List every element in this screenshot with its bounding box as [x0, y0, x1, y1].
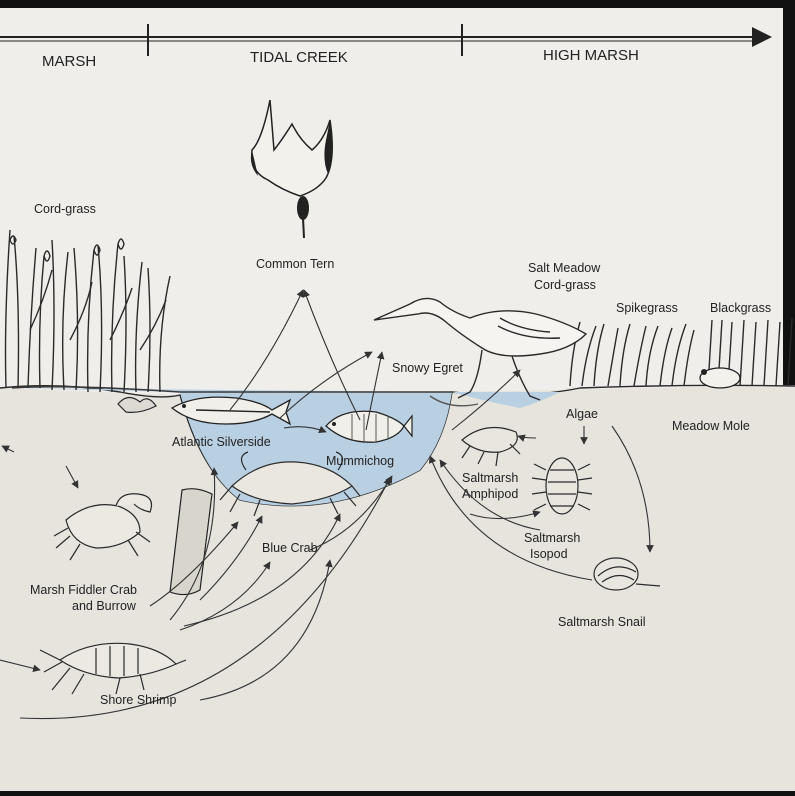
zone-label-marsh: MARSH	[42, 53, 96, 70]
label-common-tern: Common Tern	[256, 257, 334, 271]
label-shore-shrimp: Shore Shrimp	[100, 693, 176, 707]
label-cord-grass: Cord-grass	[34, 202, 96, 216]
label-blackgrass: Blackgrass	[710, 301, 771, 315]
label-atlantic-silverside: Atlantic Silverside	[172, 435, 271, 449]
label-saltmarsh-isopod-2: Isopod	[530, 547, 568, 561]
label-blue-crab: Blue Crab	[262, 541, 318, 555]
meadow-mole-illustration	[700, 368, 740, 388]
label-saltmarsh-amphipod-2: Amphipod	[462, 487, 518, 501]
label-spikegrass: Spikegrass	[616, 301, 678, 315]
zone-label-tidal-creek: TIDAL CREEK	[250, 49, 348, 66]
label-meadow-mole: Meadow Mole	[672, 419, 750, 433]
label-saltmarsh-amphipod-1: Saltmarsh	[462, 471, 518, 485]
label-snowy-egret: Snowy Egret	[392, 361, 463, 375]
label-algae: Algae	[566, 407, 598, 421]
label-saltmarsh-snail: Saltmarsh Snail	[558, 615, 646, 629]
zone-label-high-marsh: HIGH MARSH	[543, 47, 639, 64]
label-marsh-fiddler-crab: Marsh Fiddler Crab	[30, 583, 137, 597]
label-mummichog: Mummichog	[326, 454, 394, 468]
label-saltmarsh-isopod-1: Saltmarsh	[524, 531, 580, 545]
label-salt-meadow: Salt Meadow	[528, 261, 601, 275]
label-salt-meadow-cord-grass: Cord-grass	[534, 278, 596, 292]
label-and-burrow: and Burrow	[72, 599, 137, 613]
